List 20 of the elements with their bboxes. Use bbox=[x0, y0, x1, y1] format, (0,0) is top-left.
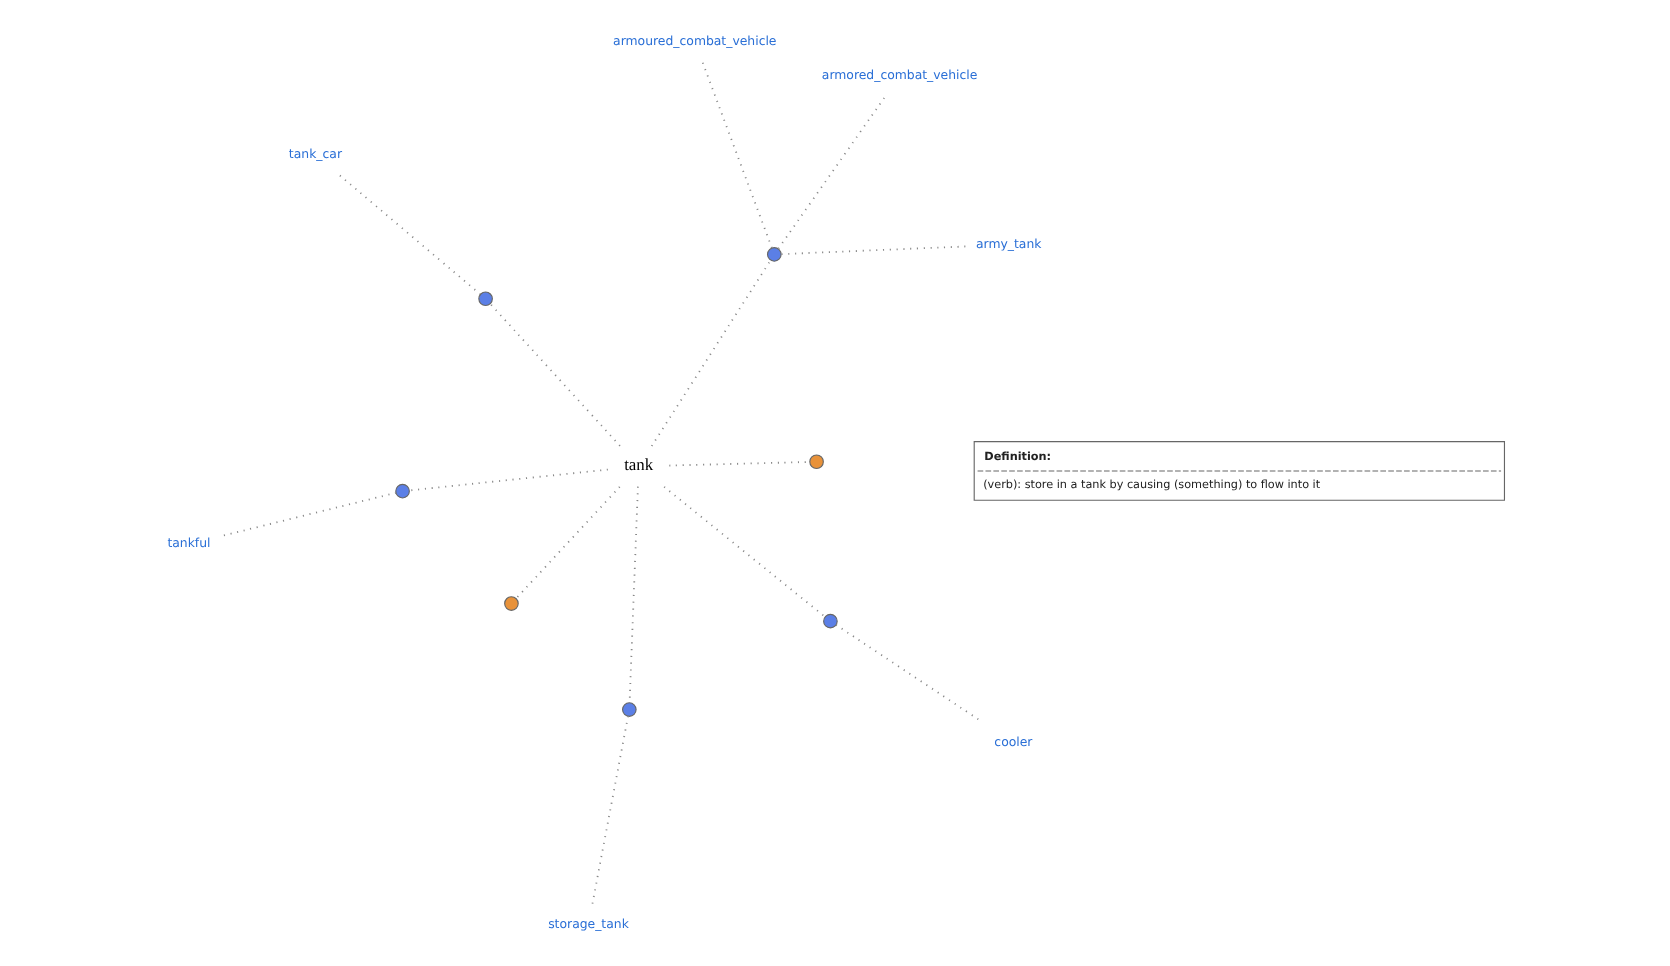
connector bbox=[627, 485, 638, 704]
node-circle bbox=[765, 247, 781, 262]
connector bbox=[590, 715, 628, 905]
connector bbox=[776, 95, 886, 250]
connector bbox=[407, 468, 608, 492]
node-circle bbox=[394, 483, 409, 499]
connector bbox=[700, 61, 772, 249]
connector bbox=[834, 624, 983, 724]
node-circle bbox=[822, 613, 837, 629]
node-circle bbox=[503, 596, 518, 611]
connector bbox=[488, 302, 620, 447]
node-text: tank bbox=[623, 454, 653, 475]
node-circle bbox=[808, 454, 823, 470]
connector bbox=[337, 174, 481, 296]
connector bbox=[662, 486, 825, 618]
node-circle bbox=[621, 702, 636, 717]
connector bbox=[649, 259, 771, 447]
connector bbox=[514, 485, 620, 600]
connector bbox=[779, 245, 967, 256]
node-circle bbox=[477, 291, 492, 307]
